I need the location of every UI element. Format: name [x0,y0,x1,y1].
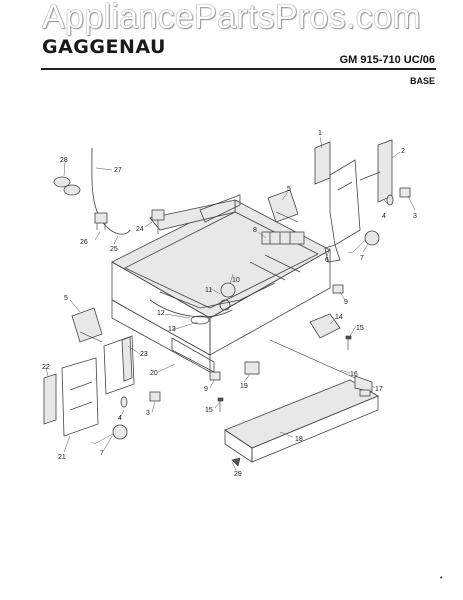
callout-9: 9 [344,299,348,306]
callout-5: 5 [287,186,291,193]
motor-right [347,230,380,254]
holder-part [244,361,260,375]
rod-part [269,339,356,379]
callout-1: 1 [318,130,322,137]
callout-2: 2 [401,148,405,155]
motor-left [91,424,128,444]
callout-4: 4 [382,213,386,220]
clip-29 [231,457,241,467]
callout-29: 29 [234,471,242,478]
callout-11: 11 [205,287,212,294]
callout-13: 13 [168,326,176,333]
header-rule [41,68,436,70]
callout-24: 24 [136,226,144,233]
watermark: AppliancePartsPros.com [42,0,421,36]
brand-logo: GAGGENAU [42,36,166,58]
callout-23: 23 [140,351,148,358]
valve-part [94,212,108,230]
leader-lines [45,136,416,471]
side-bracket-left [103,335,135,395]
support-block [309,313,341,339]
callout-14: 14 [335,314,343,321]
callout-18: 18 [295,436,303,443]
callout-28: 28 [60,157,68,164]
callout-labels: 1 2 3 4 5 6 7 8 9 10 11 12 13 14 15 16 1… [42,130,417,478]
model-number: GM 915-710 UC/06 [339,54,435,66]
callout-4-left: 4 [118,415,122,422]
clip-right [332,284,344,294]
callout-26: 26 [80,239,88,246]
callout-9-left: 9 [204,386,208,393]
callout-12: 12 [157,310,165,317]
callout-3-left: 3 [146,410,150,417]
callout-27: 27 [114,167,122,174]
section-title: BASE [409,76,435,86]
callout-15-left: 15 [205,407,213,414]
screw-right [345,335,352,350]
callout-8: 8 [253,227,257,234]
callout-10: 10 [232,277,240,284]
kickboard [224,379,379,463]
callout-19: 19 [240,383,248,390]
spring-right [386,194,394,206]
callout-7: 7 [360,255,364,262]
hinge-right [267,189,299,223]
switch-part-left [149,391,161,402]
hose-clamp [53,176,81,196]
callout-16: 16 [350,371,358,378]
side-panel-left [43,373,57,425]
clip-left [209,371,221,381]
callout-7-left: 7 [100,450,104,457]
page-mark: • [440,575,443,582]
callout-15: 15 [356,325,364,332]
callout-3: 3 [413,213,417,220]
callout-25: 25 [110,246,118,253]
callout-20: 20 [150,370,158,377]
adjustable-foot [354,375,373,397]
screw-left [217,397,224,412]
mounting-bracket-left [61,357,99,437]
screw-24 [151,209,165,234]
callout-21: 21 [58,454,66,461]
hinge-left [71,307,103,343]
switch-part-right [399,187,411,198]
side-bracket-right [314,139,393,263]
callout-6: 6 [325,257,329,264]
connector-block [261,231,305,245]
spring-left [120,396,128,408]
base-tub [111,194,331,356]
callout-5-left: 5 [64,295,68,302]
callout-17: 17 [375,386,383,393]
callout-22: 22 [42,364,50,371]
